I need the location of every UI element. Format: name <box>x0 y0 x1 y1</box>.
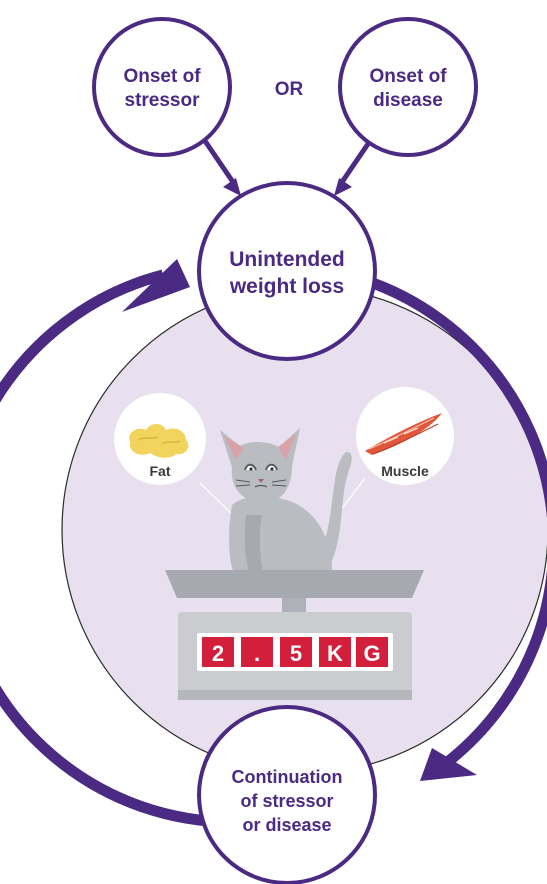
node-disease-line2: disease <box>373 90 443 111</box>
node-weight-loss: Unintended weight loss <box>199 183 375 359</box>
or-label: OR <box>275 79 304 100</box>
node-onset-disease: Onset of disease <box>340 19 476 155</box>
node-weight-loss-line1: Unintended <box>229 248 345 271</box>
scale-tray <box>165 570 424 598</box>
node-stressor-line2: stressor <box>125 90 201 111</box>
display-decimal-point: . <box>254 641 260 666</box>
node-continuation-line1: Continuation <box>232 767 343 787</box>
fat-label: Fat <box>150 463 171 479</box>
display-unit-k: K <box>327 641 343 666</box>
node-stressor-line1: Onset of <box>123 66 201 87</box>
arrow-stressor-to-weight-loss <box>203 138 235 185</box>
display-digit-2: 5 <box>290 641 302 666</box>
fat-bubble: Fat <box>114 393 206 485</box>
node-continuation: Continuation of stressor or disease <box>199 707 375 883</box>
node-continuation-line3: or disease <box>242 815 331 835</box>
node-onset-stressor: Onset of stressor <box>94 19 230 155</box>
node-weight-loss-line2: weight loss <box>229 275 344 298</box>
weighing-scale: 2 . 5 K G <box>165 570 424 700</box>
node-disease-line1: Onset of <box>369 66 447 87</box>
arrow-disease-to-weight-loss <box>340 138 372 185</box>
display-digit-1: 2 <box>212 641 224 666</box>
node-continuation-line2: of stressor <box>240 791 333 811</box>
muscle-bubble: Muscle <box>356 387 454 485</box>
cycle-arrow-right-head <box>420 748 477 781</box>
display-unit-g: G <box>363 641 380 666</box>
muscle-label: Muscle <box>381 463 429 479</box>
